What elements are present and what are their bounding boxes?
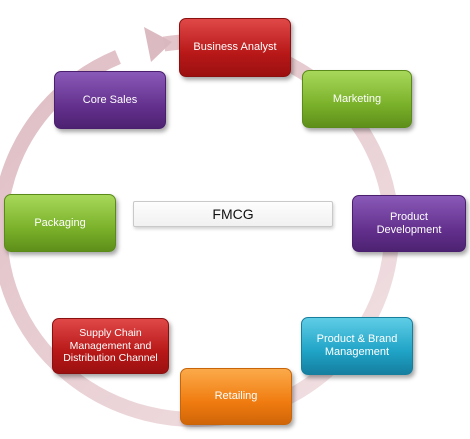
- center-label-box: FMCG: [133, 201, 333, 227]
- node-label: Core Sales: [82, 93, 138, 106]
- node-label: Marketing: [332, 92, 382, 105]
- node-business-analyst: Business Analyst: [179, 18, 291, 77]
- node-core-sales: Core Sales: [54, 71, 166, 129]
- node-label: Business Analyst: [193, 41, 277, 53]
- node-marketing: Marketing: [302, 70, 412, 128]
- node-product-development: Product Development: [352, 195, 466, 252]
- node-product-brand-management: Product & Brand Management: [301, 317, 413, 375]
- node-retailing: Retailing: [180, 368, 292, 425]
- node-label: Product & Brand Management: [316, 333, 398, 358]
- node-label: Product Development: [376, 210, 442, 236]
- node-label: Supply Chain Management and Distribution…: [63, 327, 158, 365]
- node-label: Retailing: [214, 390, 258, 402]
- node-supply-chain: Supply Chain Management and Distribution…: [52, 318, 169, 374]
- node-packaging: Packaging: [4, 194, 116, 252]
- center-label: FMCG: [212, 206, 254, 222]
- cycle-arrowhead: [144, 27, 172, 62]
- node-label: Packaging: [34, 216, 86, 229]
